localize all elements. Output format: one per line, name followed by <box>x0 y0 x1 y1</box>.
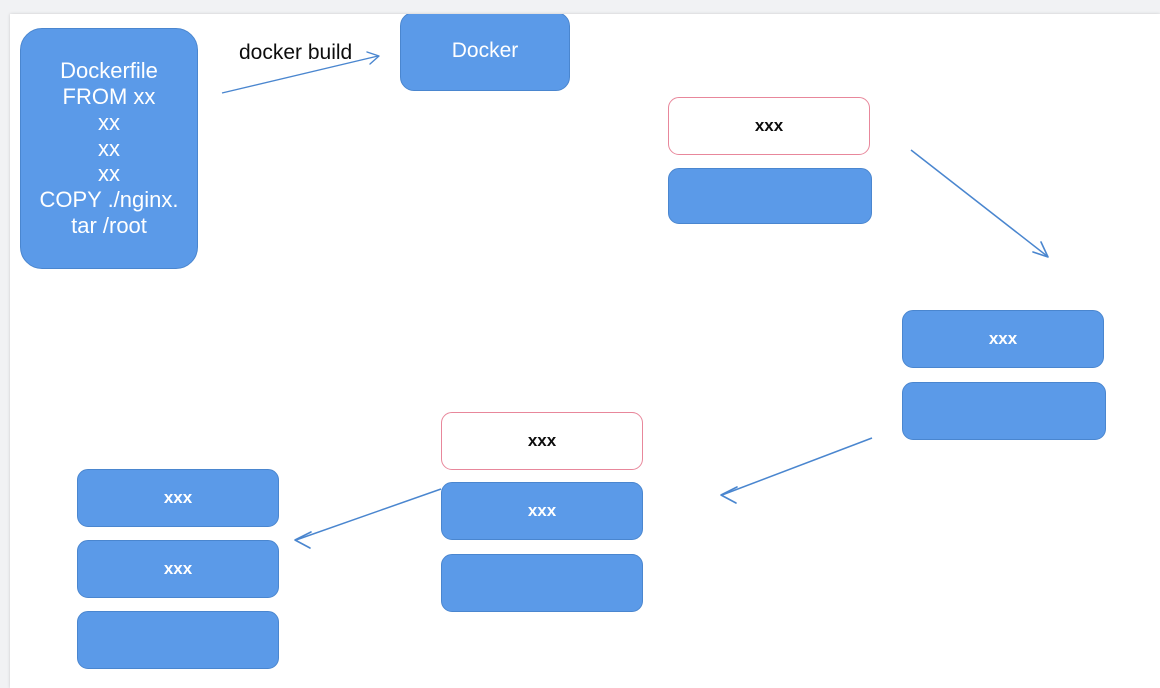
node-mid-right-blue-1[interactable]: xxx <box>902 310 1104 368</box>
node-center-blue-1[interactable]: xxx <box>441 482 643 540</box>
node-mid-right-blue-2[interactable] <box>902 382 1106 440</box>
node-dockerfile[interactable]: Dockerfile FROM xx xx xx xx COPY ./nginx… <box>20 28 198 269</box>
node-left-blue-1[interactable]: xxx <box>77 469 279 527</box>
arrow-midright-to-center <box>720 437 873 504</box>
node-left-blue-2[interactable]: xxx <box>77 540 279 598</box>
arrow-topright-to-midright <box>910 149 1049 258</box>
node-center-outline[interactable]: xxx <box>441 412 643 470</box>
diagram-canvas: Dockerfile FROM xx xx xx xx COPY ./nginx… <box>10 14 1160 688</box>
node-left-blue-3[interactable] <box>77 611 279 669</box>
node-docker[interactable]: Docker <box>400 14 570 91</box>
node-center-blue-2[interactable] <box>441 554 643 612</box>
arrow-center-to-left <box>294 488 442 549</box>
node-top-right-outline[interactable]: xxx <box>668 97 870 155</box>
label-docker-build: docker build <box>239 41 353 64</box>
node-top-right-blue[interactable] <box>668 168 872 224</box>
